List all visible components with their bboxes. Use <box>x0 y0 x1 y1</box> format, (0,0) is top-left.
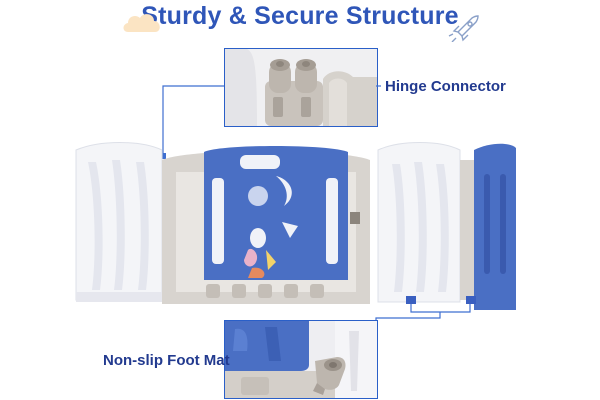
hinge-connector-icon <box>225 49 377 126</box>
rocket-icon <box>448 15 479 42</box>
blue-panel-right <box>466 143 516 310</box>
cloud-icon <box>123 14 160 32</box>
foot-mat-callout <box>224 320 378 399</box>
white-panel-middle <box>377 142 461 304</box>
page-title: Sturdy & Secure Structure <box>141 2 459 30</box>
foot-mat-label: Non-slip Foot Mat <box>103 352 230 369</box>
hinge-connector-label: Hinge Connector <box>385 78 506 95</box>
hinge-callout <box>224 48 378 127</box>
white-panel-left <box>75 142 163 302</box>
foot-mat-icon <box>225 321 377 398</box>
blue-door <box>204 146 348 280</box>
